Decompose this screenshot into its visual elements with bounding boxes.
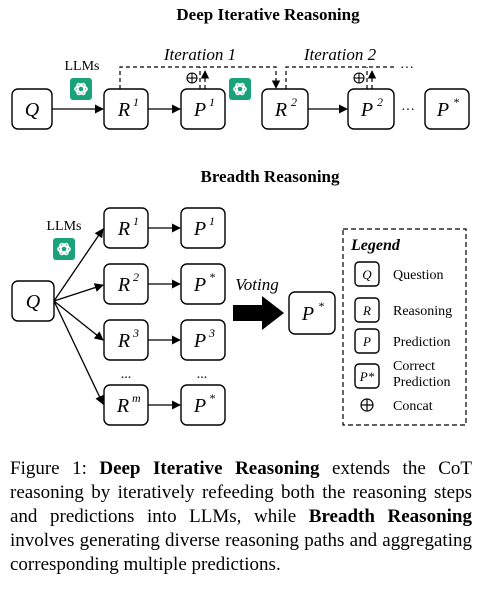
top-ellipsis-1: ··· bbox=[400, 61, 414, 76]
breadth-reasoning-title: Breadth Reasoning bbox=[200, 167, 340, 186]
svg-text:Question: Question bbox=[393, 268, 444, 283]
svg-text:P: P bbox=[193, 395, 206, 417]
arrow-q-rm-bottom bbox=[53, 300, 104, 405]
legend-box bbox=[342, 228, 467, 426]
svg-text:P: P bbox=[193, 274, 206, 296]
svg-text:P: P bbox=[193, 218, 206, 240]
figure-diagram: Deep Iterative Reasoning LLMs Q R 1 P 1 … bbox=[11, 5, 470, 426]
top-node-p1: P 1 bbox=[180, 88, 226, 130]
caption-bold-breadth: Breadth Reasoning bbox=[308, 506, 472, 527]
svg-text:2: 2 bbox=[377, 95, 383, 109]
caption-bold-deep: Deep Iterative Reasoning bbox=[99, 458, 320, 479]
top-llms-label: LLMs bbox=[65, 59, 100, 74]
svg-text:P: P bbox=[362, 334, 371, 349]
bottom-node-pstar-m: P * bbox=[180, 384, 226, 426]
svg-text:P: P bbox=[301, 303, 314, 325]
svg-text:Prediction: Prediction bbox=[393, 375, 451, 390]
bottom-node-r2: R 2 bbox=[103, 263, 149, 305]
svg-text:R: R bbox=[117, 99, 130, 121]
caption-text-1: extends the CoT reasoning by iteratively… bbox=[10, 458, 473, 527]
top-node-r2: R 2 bbox=[261, 88, 309, 130]
concat-icon-2 bbox=[353, 72, 365, 84]
legend-reasoning: R Reasoning bbox=[354, 297, 452, 323]
arrow-q-r2-bottom bbox=[53, 283, 104, 302]
svg-text:R: R bbox=[362, 303, 371, 318]
legend-title: Legend bbox=[350, 237, 401, 254]
svg-text:*: * bbox=[209, 270, 215, 284]
legend-correct-prediction: P* Correct Prediction bbox=[354, 359, 451, 390]
svg-text:P*: P* bbox=[359, 369, 375, 384]
iteration-1-label: Iteration 1 bbox=[163, 45, 236, 64]
caption-text-2: involves generating diverse reasoning pa… bbox=[10, 530, 472, 575]
arrow-q-r3-bottom bbox=[53, 300, 104, 341]
concat-icon-1 bbox=[186, 72, 198, 84]
svg-text:R: R bbox=[117, 274, 130, 296]
iteration-1-loop bbox=[119, 66, 281, 89]
svg-text:Q: Q bbox=[25, 99, 40, 121]
svg-text:*: * bbox=[453, 95, 459, 109]
svg-text:3: 3 bbox=[208, 326, 215, 340]
svg-text:1: 1 bbox=[209, 214, 215, 228]
top-llm-icon bbox=[69, 77, 93, 101]
top-node-r1: R 1 bbox=[103, 88, 149, 130]
bottom-node-p1: P 1 bbox=[180, 207, 226, 249]
svg-text:P: P bbox=[193, 330, 206, 352]
svg-text:1: 1 bbox=[133, 214, 139, 228]
svg-text:Reasoning: Reasoning bbox=[393, 304, 452, 319]
bottom-r-dots: ... bbox=[121, 367, 132, 382]
bottom-node-q: Q bbox=[11, 280, 55, 322]
svg-text:m: m bbox=[132, 391, 141, 405]
iteration-2-loop bbox=[285, 66, 395, 89]
bottom-llm-icon bbox=[52, 237, 76, 261]
bottom-llms-label: LLMs bbox=[47, 219, 82, 234]
svg-text:3: 3 bbox=[132, 326, 139, 340]
svg-text:P: P bbox=[360, 99, 373, 121]
bottom-node-r1: R 1 bbox=[103, 207, 149, 249]
bottom-node-pstar-1: P * bbox=[180, 263, 226, 305]
svg-text:1: 1 bbox=[133, 95, 139, 109]
svg-text:Q: Q bbox=[26, 291, 41, 313]
svg-text:*: * bbox=[318, 299, 324, 313]
figure-caption: Figure 1: Deep Iterative Reasoning exten… bbox=[10, 457, 472, 577]
svg-text:R: R bbox=[274, 99, 287, 121]
svg-text:1: 1 bbox=[209, 95, 215, 109]
svg-text:Prediction: Prediction bbox=[393, 335, 451, 350]
svg-text:R: R bbox=[116, 395, 129, 417]
svg-text:2: 2 bbox=[291, 95, 297, 109]
svg-text:Concat: Concat bbox=[393, 399, 433, 414]
iteration-2-label: Iteration 2 bbox=[303, 45, 377, 64]
top-ellipsis-2: ··· bbox=[401, 103, 415, 118]
svg-text:2: 2 bbox=[133, 270, 139, 284]
svg-text:Q: Q bbox=[362, 267, 372, 282]
top-llm-icon-2 bbox=[228, 77, 252, 101]
svg-text:*: * bbox=[209, 391, 215, 405]
top-node-pstar: P * bbox=[424, 88, 470, 130]
legend-question: Q Question bbox=[354, 261, 444, 287]
svg-text:R: R bbox=[117, 218, 130, 240]
bottom-p-dots: ... bbox=[197, 367, 208, 382]
legend-concat: Concat bbox=[360, 398, 433, 414]
bottom-node-rm: R m bbox=[103, 384, 149, 426]
svg-text:P: P bbox=[436, 99, 449, 121]
caption-fig-label: Figure 1: bbox=[10, 458, 100, 479]
voting-label: Voting bbox=[235, 275, 278, 294]
svg-text:Correct: Correct bbox=[393, 359, 435, 374]
bottom-node-p3: P 3 bbox=[180, 319, 226, 361]
arrow-q-r1-bottom bbox=[53, 228, 104, 302]
deep-reasoning-title: Deep Iterative Reasoning bbox=[176, 5, 360, 24]
svg-text:P: P bbox=[193, 99, 206, 121]
svg-text:R: R bbox=[117, 330, 130, 352]
top-node-q: Q bbox=[11, 88, 53, 130]
top-node-p2: P 2 bbox=[347, 88, 395, 130]
legend-prediction: P Prediction bbox=[354, 328, 451, 354]
voting-arrow bbox=[233, 296, 284, 330]
bottom-final-pstar: P * bbox=[288, 291, 336, 335]
bottom-node-r3: R 3 bbox=[103, 319, 149, 361]
